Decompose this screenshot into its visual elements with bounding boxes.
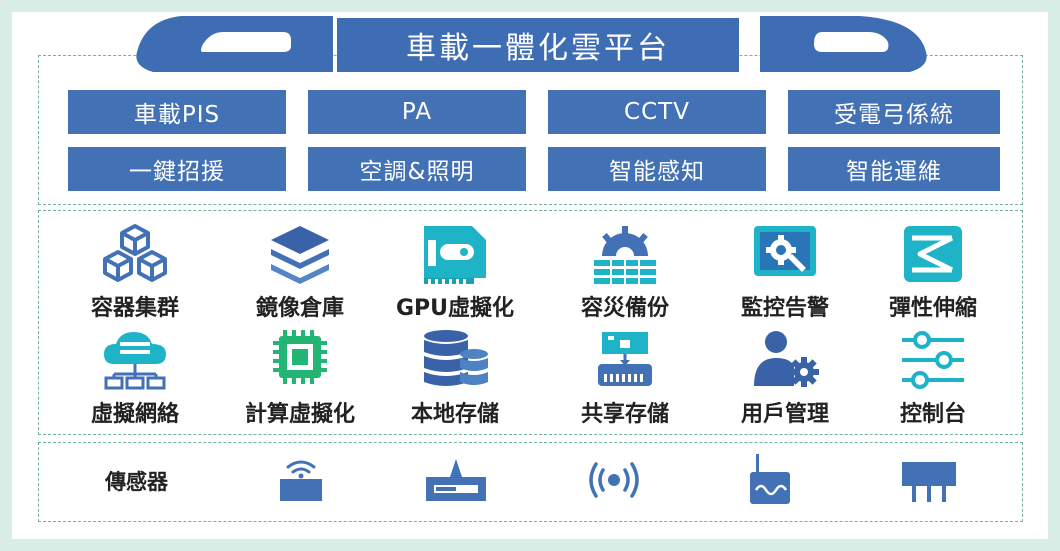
item-label: 鏡像倉庫 [255,296,344,321]
item-local-storage[interactable]: 本地存儲 [390,328,520,428]
app-cctv[interactable]: CCTV [548,90,766,134]
page-title: 車載一體化雲平台 [337,18,739,72]
gpu-card-icon [424,226,486,284]
item-image-registry[interactable]: 鏡像倉庫 [235,222,365,322]
cpu-chip-icon [273,330,327,384]
cubes-cluster-icon [103,224,167,282]
item-label: 彈性伸縮 [888,296,977,321]
item-label: 計算虛擬化 [244,402,355,427]
broadcast-sensor-icon[interactable] [584,458,644,502]
sensors-label: 傳感器 [105,470,168,494]
platform-section [38,210,1023,435]
item-label: 控制台 [899,402,966,427]
elastic-scale-icon [904,226,962,282]
app-pa[interactable]: PA [308,90,526,134]
app-smart-ops[interactable]: 智能運維 [788,147,1000,191]
item-label: 本地存儲 [410,402,499,427]
item-label: 容器集群 [90,296,179,321]
item-shared-storage[interactable]: 共享存儲 [560,328,690,428]
item-container-cluster[interactable]: 容器集群 [70,222,200,322]
wifi-sensor-icon[interactable] [276,455,326,505]
app-smart-sensing[interactable]: 智能感知 [548,147,766,191]
train-head-right-icon [760,16,927,72]
app-emergency[interactable]: 一鍵招援 [68,147,286,191]
item-console[interactable]: 控制台 [868,328,998,428]
shared-storage-icon [598,332,652,386]
monitor-gear-icon [754,226,816,276]
app-pantograph[interactable]: 受電弓係統 [788,90,1000,134]
item-virtual-network[interactable]: 虛擬網絡 [70,328,200,428]
item-label: 用戶管理 [740,402,829,427]
item-compute-virtualization[interactable]: 計算虛擬化 [235,328,365,428]
item-elastic-scaling[interactable]: 彈性伸縮 [868,222,998,322]
item-label: GPU虛擬化 [395,296,515,321]
user-gear-icon [754,331,819,387]
cloud-network-icon [104,332,166,390]
item-monitoring-alerts[interactable]: 監控告警 [720,222,850,322]
database-icon [424,330,488,386]
train-head-left-icon [136,16,333,72]
relay-sensor-icon[interactable] [900,458,958,504]
item-label: 共享存儲 [580,402,669,427]
item-label: 容災備份 [580,296,669,321]
item-gpu-virtualization[interactable]: GPU虛擬化 [390,222,520,322]
item-label: 虛擬網絡 [90,402,179,427]
layer-stack-icon [271,226,329,284]
antenna-sensor-icon[interactable] [424,455,488,505]
item-user-management[interactable]: 用戶管理 [720,328,850,428]
app-hvac-lighting[interactable]: 空調&照明 [308,147,526,191]
item-disaster-backup[interactable]: 容災備份 [560,222,690,322]
item-label: 監控告警 [740,296,829,321]
wave-sensor-icon[interactable] [748,452,792,506]
sliders-icon [902,331,964,389]
backup-icon [594,226,656,284]
sensor-section [38,442,1023,522]
app-pis[interactable]: 車載PIS [68,90,286,134]
